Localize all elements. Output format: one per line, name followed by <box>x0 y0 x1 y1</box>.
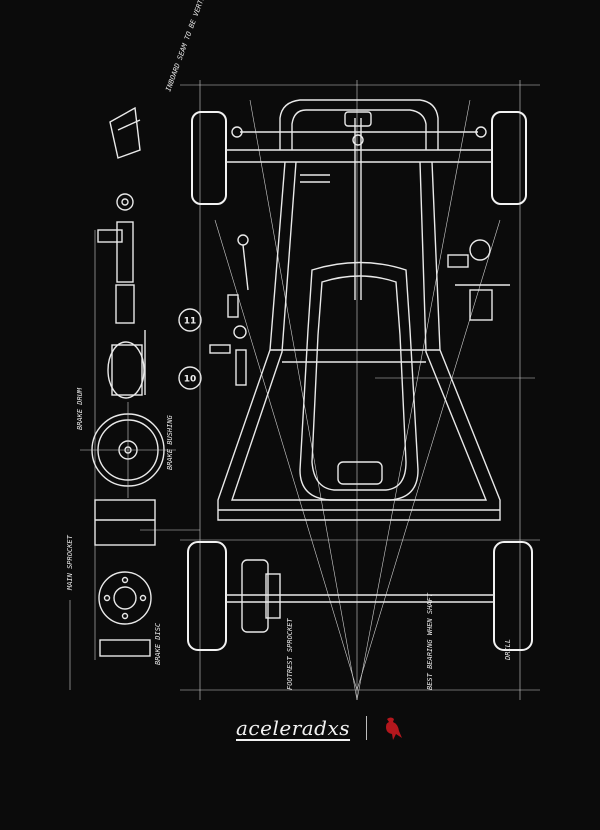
note-main-sprocket: MAIN SPROCKET <box>66 534 74 591</box>
chassis-frame <box>217 99 501 521</box>
rear-wheels <box>187 541 533 651</box>
steering-column <box>344 111 372 300</box>
note-drill: DRILL <box>504 639 512 661</box>
note-best-bearing: BEST BEARING WHEN SHAFT <box>426 592 434 690</box>
callout-10: 10 <box>178 366 202 390</box>
brand-footer: aceleradxs <box>236 708 403 748</box>
brake-drum <box>80 402 176 498</box>
note-inboard-seam: INBOARD SEAM TO BE VERTICAL AND PAD <box>164 0 222 93</box>
svg-text:11: 11 <box>184 317 197 327</box>
note-brake-bushing: BRAKE BUSHING <box>166 414 174 470</box>
note-brake-disc: BRAKE DISC <box>154 622 162 665</box>
brake-disc <box>94 499 156 657</box>
bird-icon <box>386 717 403 740</box>
callout-11: 11 <box>178 308 202 332</box>
note-footrest-sprocket: FOOTREST SPROCKET <box>286 618 294 690</box>
note-brake-drum: BRAKE DRUM <box>76 387 84 430</box>
svg-text:10: 10 <box>184 375 197 385</box>
left-detail-parts <box>97 106 146 399</box>
brand-divider <box>366 716 368 740</box>
brand-logo: aceleradxs <box>236 716 351 740</box>
seat <box>299 261 419 501</box>
bolt-details <box>209 234 510 386</box>
